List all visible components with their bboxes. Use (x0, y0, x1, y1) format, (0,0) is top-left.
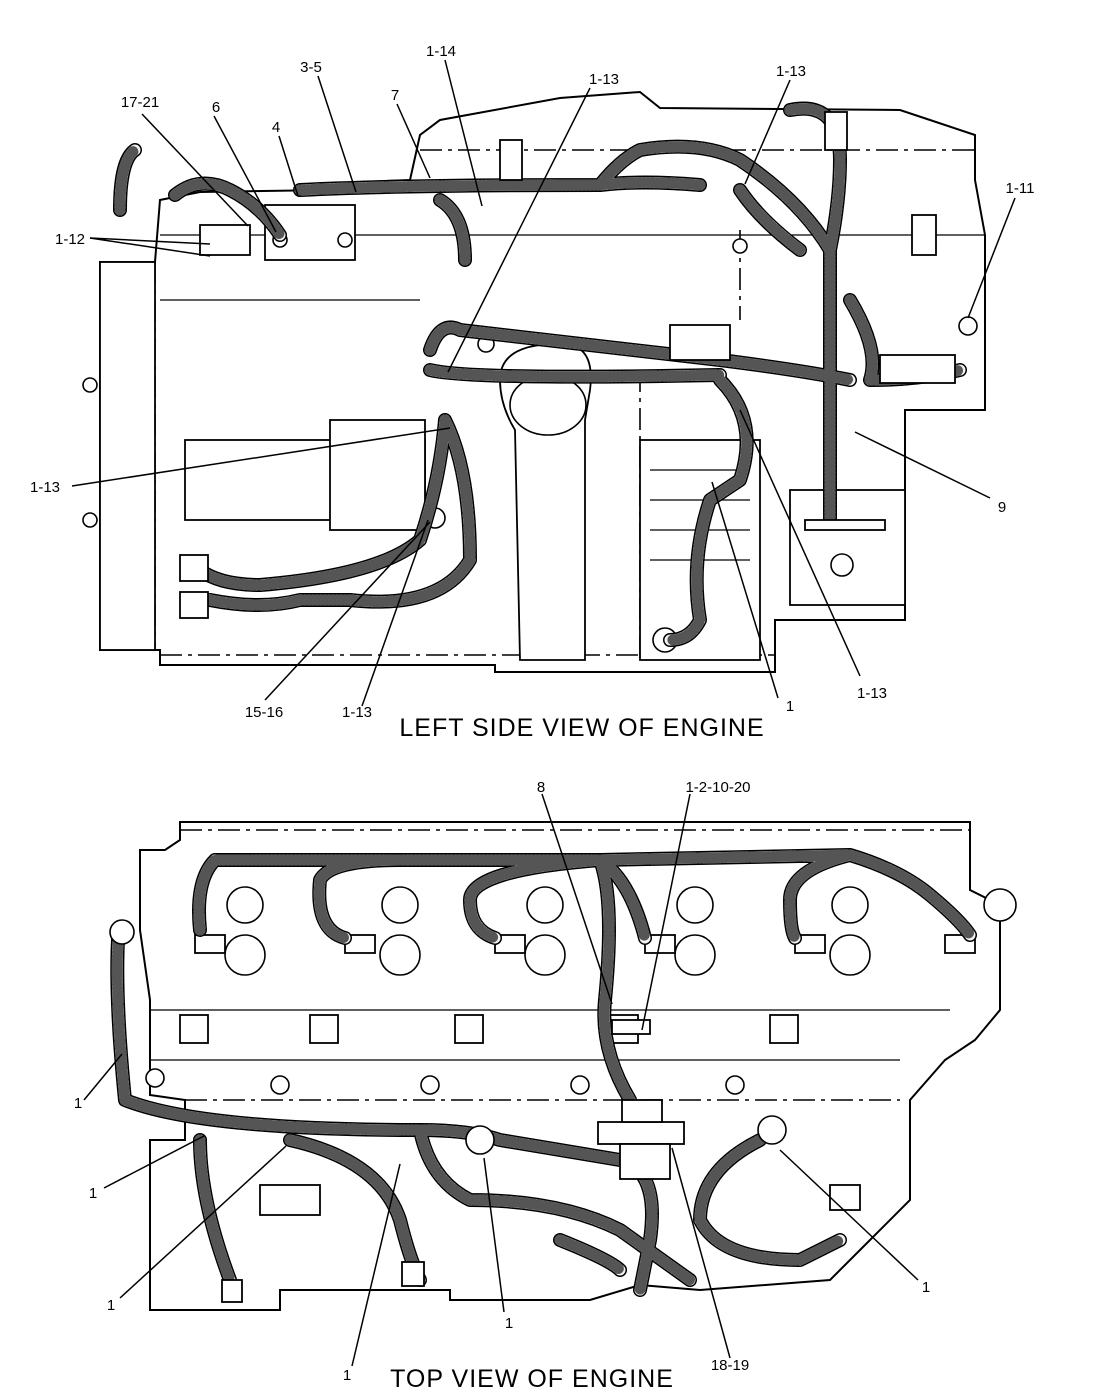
callout-1-2-10-20: 1-2-10-20 (685, 779, 750, 796)
leader-1-e (483, 1157, 505, 1313)
mounting-plate-bolt (830, 553, 854, 577)
leader-8 (541, 793, 613, 1005)
leader-1-a (83, 1053, 123, 1101)
callout-1: 1 (786, 698, 794, 715)
callout-1-c: 1 (107, 1297, 115, 1314)
connector-lower-right (829, 1184, 861, 1211)
connector-left-top (199, 224, 251, 256)
callout-1-14: 1-14 (426, 43, 456, 60)
bulkhead-cap (621, 1099, 663, 1123)
boss-right (732, 238, 748, 254)
sensor-left (109, 919, 135, 945)
callout-1-e: 1 (505, 1315, 513, 1332)
connector-sensor-far-right (879, 354, 956, 384)
left-view-title: LEFT SIDE VIEW OF ENGINE (399, 714, 764, 742)
leader-3-5 (317, 75, 357, 193)
head-outline (139, 821, 1001, 1311)
callout-1-d: 1 (343, 1367, 351, 1384)
callout-8: 8 (537, 779, 545, 796)
leader-1-14 (444, 59, 483, 207)
callout-1-13-left: 1-13 (30, 479, 60, 496)
bulkhead-connector (597, 1121, 685, 1145)
leader-4 (278, 135, 299, 197)
callout-1-f: 1 (922, 1279, 930, 1296)
bulkhead-body (619, 1143, 671, 1180)
mounting-plate (789, 489, 906, 606)
leader-1-d (351, 1163, 401, 1367)
callout-1-13-bottom: 1-13 (342, 704, 372, 721)
callout-1-a: 1 (74, 1095, 82, 1112)
leader-1-13-left (71, 427, 451, 487)
callout-1-13-right: 1-13 (857, 685, 887, 702)
connector-mid (669, 324, 731, 361)
connector-bottom-mid (401, 1261, 425, 1287)
head-bolts (145, 1014, 799, 1095)
callout-1-11: 1-11 (1006, 180, 1035, 197)
fuel-pump-head (329, 419, 426, 531)
leader-17-21 (141, 113, 249, 227)
leader-7 (396, 103, 431, 179)
connector-left-2 (179, 591, 209, 619)
callout-18-19: 18-19 (711, 1357, 749, 1374)
top-harness-main-texture (111, 849, 976, 1296)
connector-lower-left (259, 1184, 321, 1216)
connector-injector-1 (499, 139, 523, 181)
connector-injector-2 (824, 111, 848, 151)
leader-6 (213, 115, 277, 233)
connector-bottom-left (221, 1279, 243, 1303)
leader-1-12a (89, 237, 211, 245)
filter-ribs (650, 469, 750, 561)
sensor-mid (465, 1125, 495, 1155)
cover-bolt-2 (82, 512, 98, 528)
relay-bolt-b (337, 232, 353, 248)
intake-tube-mouth (509, 374, 587, 436)
callout-3-5: 3-5 (300, 59, 322, 76)
leader-1-b (103, 1135, 205, 1189)
leader-1-13-topright (744, 79, 791, 185)
callout-9: 9 (998, 499, 1006, 516)
sensor-right (757, 1115, 787, 1145)
clamp-1-2-10-20 (611, 1019, 651, 1035)
callout-6: 6 (212, 99, 220, 116)
leader-15-16 (264, 521, 431, 701)
front-cover (99, 261, 156, 651)
callout-1-b: 1 (89, 1185, 97, 1202)
leader-1-f (779, 1149, 919, 1281)
leader-1-12b (89, 237, 211, 257)
leader-1-11 (967, 197, 1016, 319)
left-side-view: 17-21 6 3-5 4 7 1-14 1-13 1-13 1-11 1-12… (30, 43, 1034, 742)
callout-4: 4 (272, 119, 280, 136)
leader-1-2-10-20 (641, 793, 691, 1031)
callout-15-16: 15-16 (245, 704, 283, 721)
callout-17-21: 17-21 (121, 94, 159, 111)
leader-1-13-right (739, 409, 861, 677)
callout-7: 7 (391, 87, 399, 104)
rocker-bosses (224, 886, 1017, 976)
connector-sensor-right (911, 214, 937, 256)
top-view: 8 1-2-10-20 1 1 1 1 1 1 18-19 TOP VIEW O… (74, 779, 1017, 1393)
callout-1-13-topright: 1-13 (776, 63, 806, 80)
top-view-title: TOP VIEW OF ENGINE (390, 1365, 674, 1393)
connector-left-1 (179, 554, 209, 582)
callout-1-12: 1-12 (55, 231, 85, 248)
leader-9 (854, 431, 991, 499)
callout-1-13-top: 1-13 (589, 71, 619, 88)
cover-bolt-1 (82, 377, 98, 393)
leader-1-13-bottom (361, 519, 429, 707)
leader-1 (711, 481, 779, 699)
leader-1-c (119, 1145, 287, 1299)
clip-bracket-9 (804, 519, 886, 531)
leader-1-13-top (447, 87, 591, 373)
leader-18-19 (671, 1147, 731, 1359)
rocker-cover-rail (150, 1009, 950, 1061)
boss-1-11 (958, 316, 978, 336)
